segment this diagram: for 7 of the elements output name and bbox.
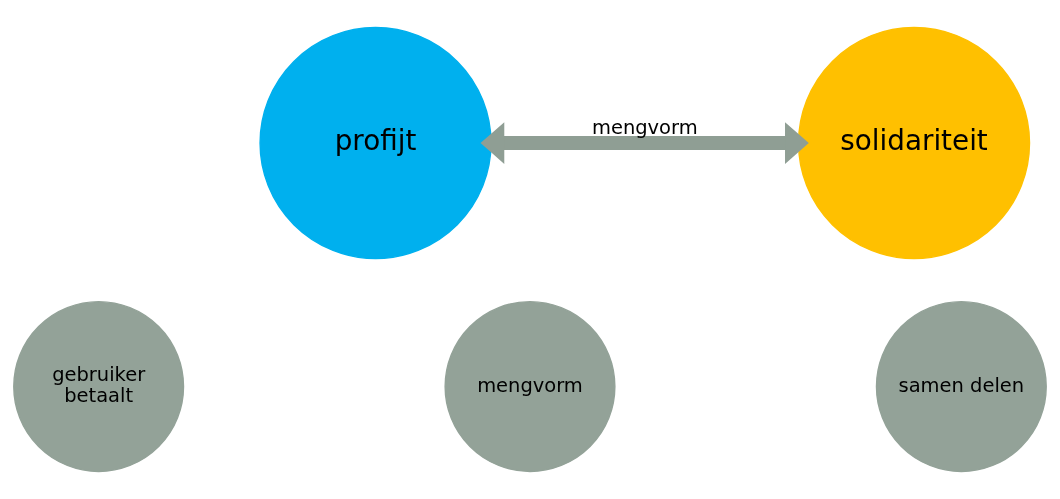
arrow	[480, 122, 809, 164]
node-circle: mengvorm	[444, 301, 616, 473]
node-circle: profijt	[259, 26, 492, 260]
node-circle: gebruiker betaalt	[13, 301, 185, 473]
edge-label: mengvorm	[591, 115, 698, 139]
node-circle: samen delen	[875, 301, 1047, 473]
node-circle: solidariteit	[797, 26, 1031, 260]
